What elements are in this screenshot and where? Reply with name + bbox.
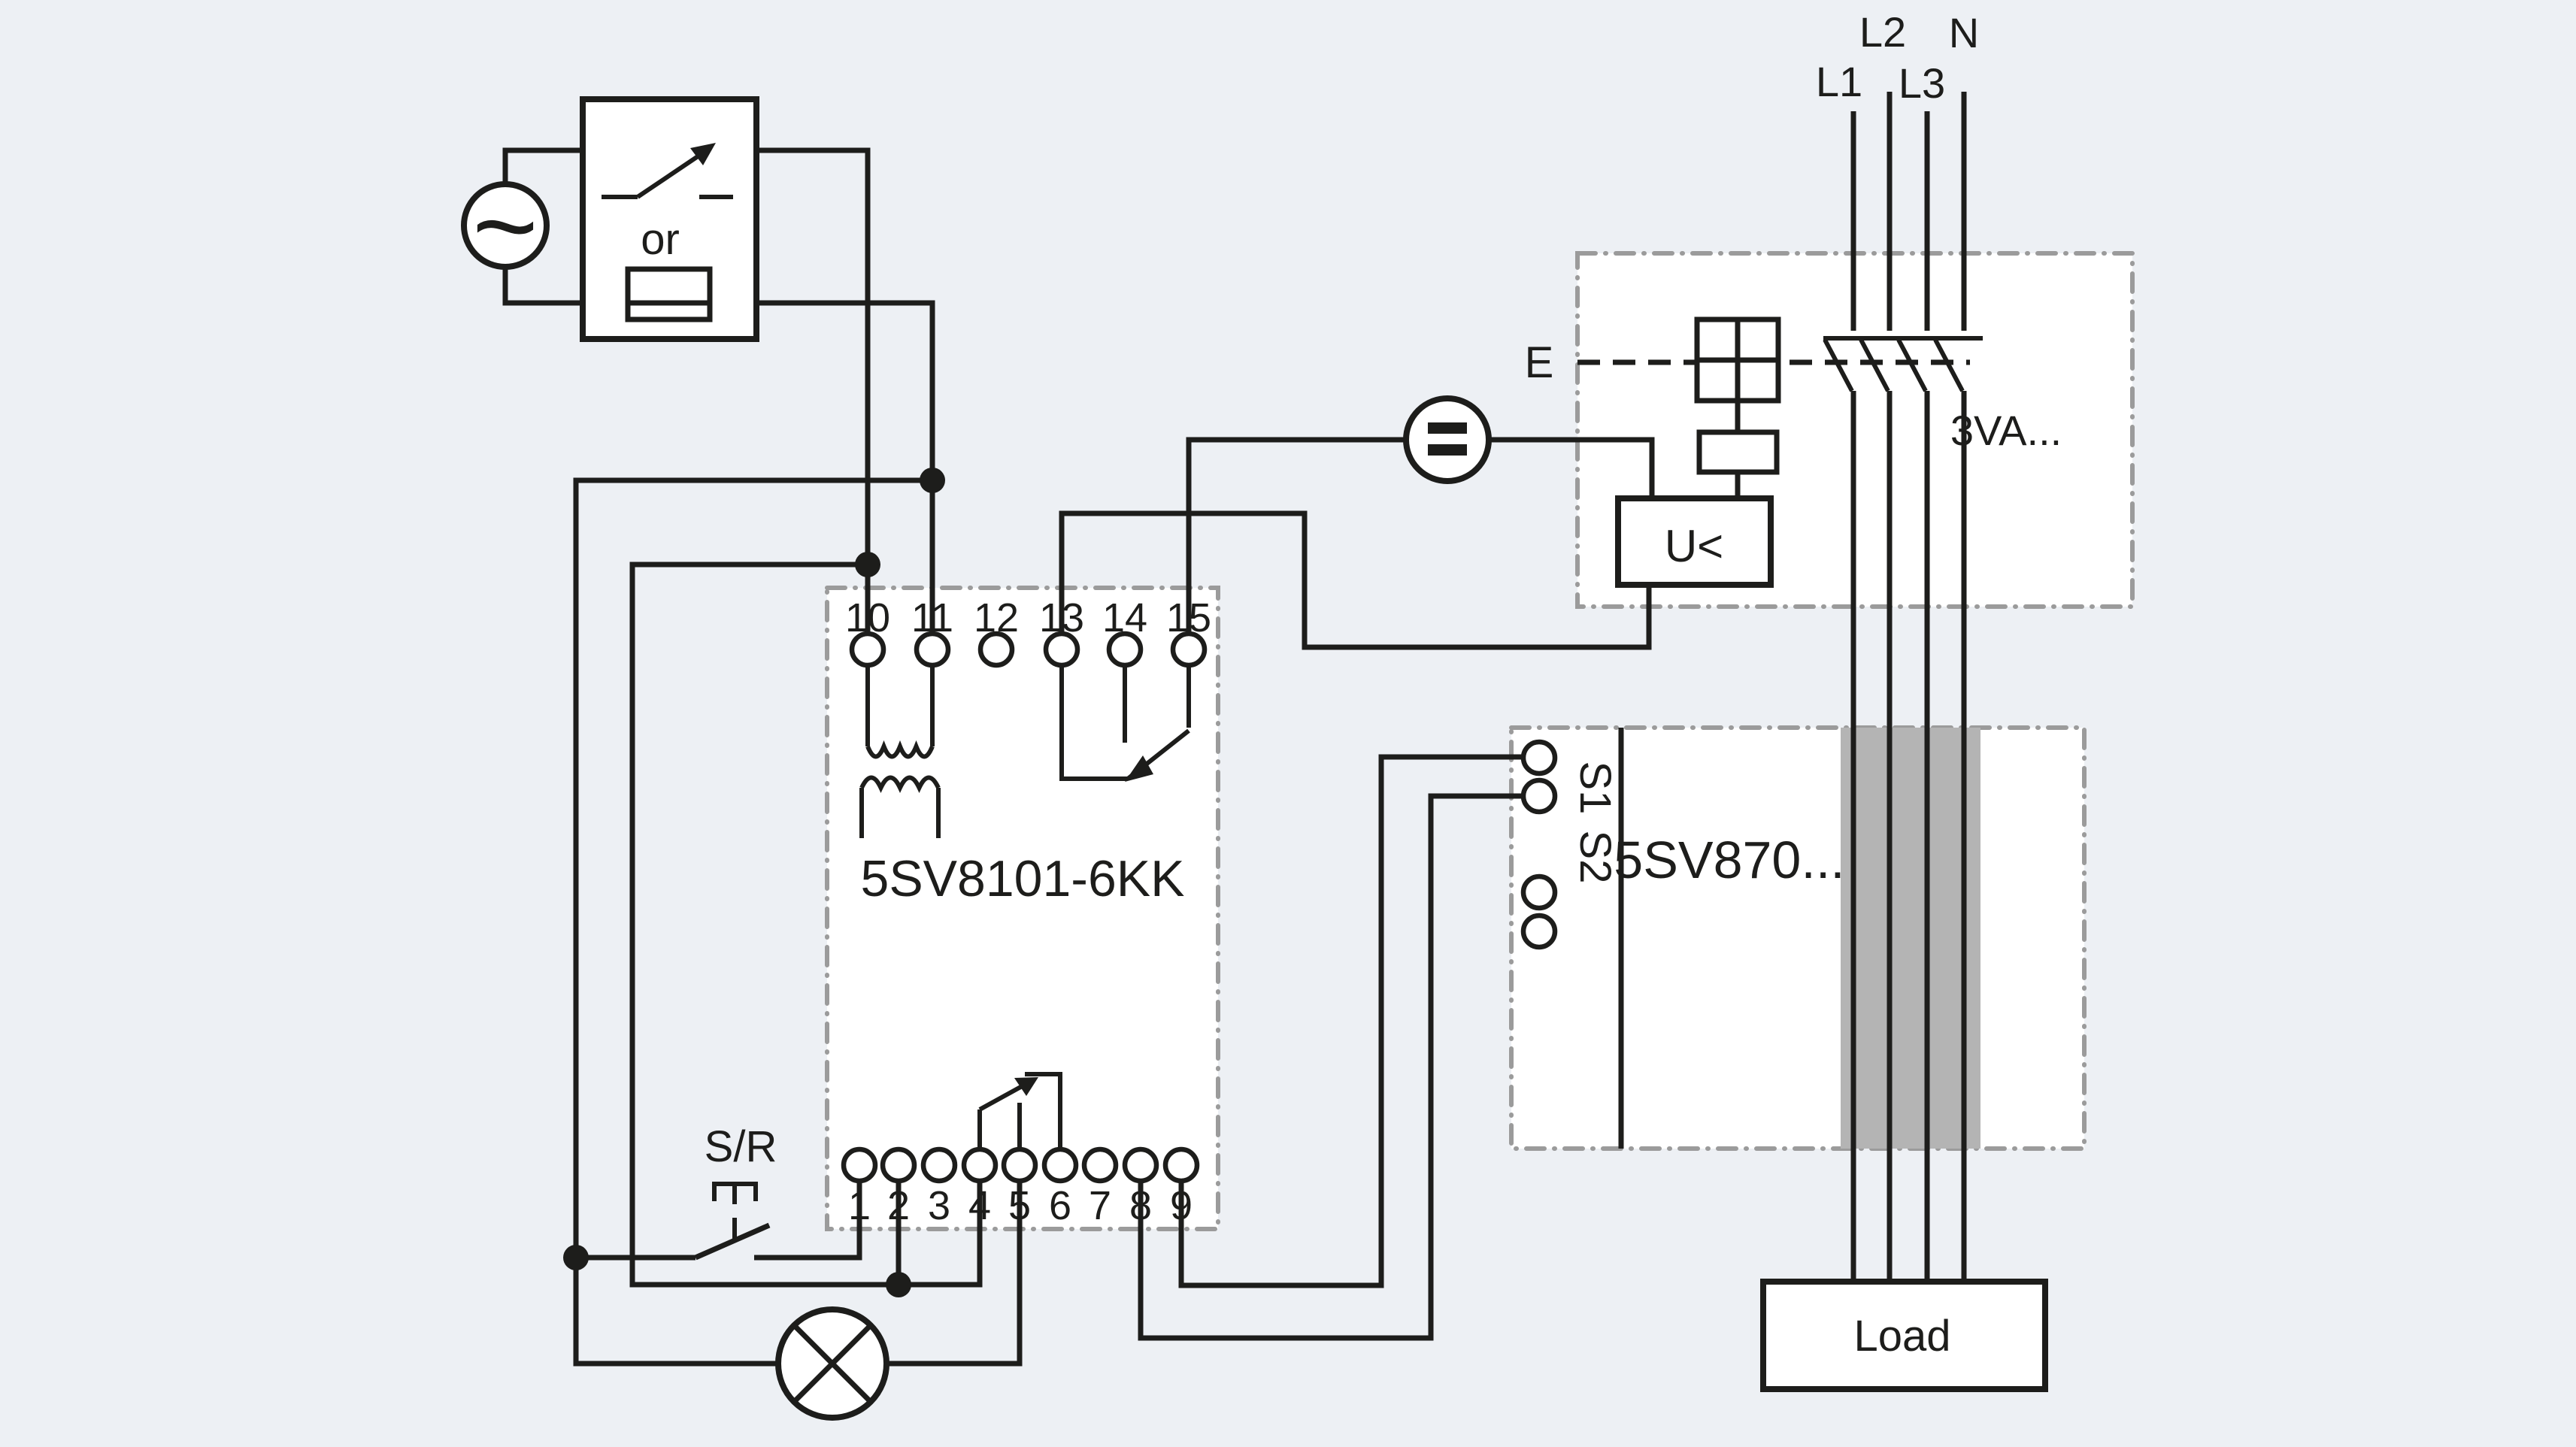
terminal-label-10: 10 bbox=[845, 595, 890, 640]
terminal-14 bbox=[1106, 631, 1144, 668]
push-button-blade-icon bbox=[694, 1222, 771, 1261]
junction-dot bbox=[855, 552, 880, 577]
changeover-contact-top-icon bbox=[1059, 665, 1191, 782]
wire-indicator-release-top bbox=[1489, 437, 1655, 498]
terminal-13 bbox=[1043, 631, 1080, 668]
labels: L1 L2 L3 N E 3VA... bbox=[1525, 8, 2062, 454]
relay-title: 5SV8101-6KK bbox=[861, 850, 1185, 907]
terminal-label-7: 7 bbox=[1089, 1183, 1111, 1228]
terminal-11 bbox=[914, 631, 951, 668]
release-coil-icon bbox=[1696, 429, 1780, 475]
terminal-label-9: 9 bbox=[1170, 1183, 1193, 1228]
wire-second-rail-terminal4 bbox=[629, 562, 983, 1288]
terminal-label-4: 4 bbox=[968, 1183, 991, 1228]
terminal-label-2: 2 bbox=[887, 1183, 910, 1228]
switch-arrow-icon bbox=[690, 143, 716, 165]
terminal-4 bbox=[961, 1146, 999, 1184]
junction-dot bbox=[563, 1245, 589, 1270]
load-label: Load bbox=[1853, 1312, 1950, 1361]
terminal-s2 bbox=[1520, 777, 1558, 815]
contact-arrow-icon bbox=[1014, 1077, 1038, 1096]
trip-line-label: E bbox=[1525, 338, 1554, 387]
ac-source-icon bbox=[461, 181, 550, 270]
terminal-9 bbox=[1162, 1146, 1200, 1184]
transformer-device-box bbox=[1509, 725, 2087, 1151]
isolator-box: or bbox=[580, 96, 759, 342]
phase-label-l3: L3 bbox=[1899, 59, 1945, 107]
wire-left-rail-lamp bbox=[573, 477, 932, 1367]
wire-terminal15-indicator bbox=[1186, 437, 1406, 634]
push-button-actuator-icon bbox=[712, 1182, 758, 1241]
fuse-icon bbox=[625, 266, 713, 322]
junction-dot bbox=[886, 1272, 911, 1297]
reset-switch-label: S/R bbox=[705, 1122, 777, 1171]
terminal-label-3: 3 bbox=[928, 1183, 950, 1228]
s1-label: S1 bbox=[1571, 761, 1620, 815]
terminal-3 bbox=[920, 1146, 958, 1184]
terminal-1 bbox=[841, 1146, 878, 1184]
wire-terminal13-release bbox=[1059, 510, 1652, 650]
terminal-5 bbox=[1001, 1146, 1038, 1184]
terminal-spare-1 bbox=[1520, 873, 1558, 911]
terminal-label-6: 6 bbox=[1049, 1183, 1071, 1228]
terminal-label-12: 12 bbox=[974, 595, 1019, 640]
relay-terminals bbox=[841, 631, 1208, 1184]
terminal-label-14: 14 bbox=[1102, 595, 1147, 640]
supply-source: ~ bbox=[461, 162, 550, 289]
breaker-label: 3VA... bbox=[1950, 407, 2062, 454]
terminal-12 bbox=[977, 631, 1015, 668]
trip-mechanism-icon bbox=[1694, 316, 1781, 499]
relay-internals: 5SV8101-6KK bbox=[859, 665, 1191, 1149]
terminal-10 bbox=[849, 631, 886, 668]
terminal-spare-2 bbox=[1520, 913, 1558, 950]
ac-source-symbol: ~ bbox=[472, 162, 538, 289]
relay-device-box bbox=[825, 586, 1220, 1231]
isolator-or-label: or bbox=[641, 215, 680, 264]
phase-label-l2: L2 bbox=[1859, 8, 1906, 56]
junction-dot bbox=[920, 468, 945, 493]
disconnect-switch-icon bbox=[602, 148, 733, 199]
supply-lines bbox=[1850, 92, 1967, 1282]
current-transformer-band bbox=[1841, 728, 1980, 1149]
relay-coil-icon bbox=[859, 665, 941, 838]
undervoltage-release-box bbox=[1615, 495, 1774, 588]
load-box: Load bbox=[1760, 1279, 2048, 1392]
undervoltage-release-label: U< bbox=[1665, 521, 1723, 571]
terminal-6 bbox=[1041, 1146, 1079, 1184]
terminal-15 bbox=[1170, 631, 1208, 668]
breaker-pole-icons bbox=[1823, 336, 1983, 392]
wire-terminal1-contact bbox=[754, 1181, 862, 1261]
s2-label: S2 bbox=[1571, 831, 1620, 884]
terminal-label-11: 11 bbox=[911, 595, 953, 640]
terminal-2 bbox=[880, 1146, 917, 1184]
neutral-label: N bbox=[1949, 9, 1979, 56]
lamp-icon bbox=[775, 1306, 889, 1421]
terminal-s1 bbox=[1520, 739, 1558, 776]
breaker-pole-icon-n bbox=[1933, 336, 1983, 392]
terminal-7 bbox=[1081, 1146, 1119, 1184]
breaker-internals: U< bbox=[1577, 316, 1983, 588]
terminal-label-8: 8 bbox=[1129, 1183, 1152, 1228]
transformer-terminals: S1 S2 5SV870... bbox=[1520, 739, 1845, 950]
terminal-label-5: 5 bbox=[1008, 1183, 1031, 1228]
contact-arrow-icon bbox=[1125, 755, 1153, 782]
terminal-label-15: 15 bbox=[1166, 595, 1211, 640]
terminal-label-13: 13 bbox=[1039, 595, 1084, 640]
terminal-8 bbox=[1122, 1146, 1159, 1184]
transformer-label: 5SV870... bbox=[1614, 831, 1844, 889]
relay-terminal-labels: 10 11 12 13 14 15 1 2 3 4 5 6 7 8 9 bbox=[845, 595, 1211, 1228]
equals-indicator-icon bbox=[1403, 395, 1492, 484]
reset-push-button: S/R bbox=[694, 1122, 777, 1261]
wire-lamp-terminal5 bbox=[886, 1181, 1023, 1367]
changeover-contact-bottom-icon bbox=[977, 1072, 1062, 1149]
wire-terminal8-s2 bbox=[1138, 793, 1523, 1341]
phase-label-l1: L1 bbox=[1816, 58, 1862, 105]
wire-terminal9-s1 bbox=[1178, 754, 1523, 1288]
terminal-label-1: 1 bbox=[848, 1183, 871, 1228]
junction-dots bbox=[563, 468, 945, 1297]
